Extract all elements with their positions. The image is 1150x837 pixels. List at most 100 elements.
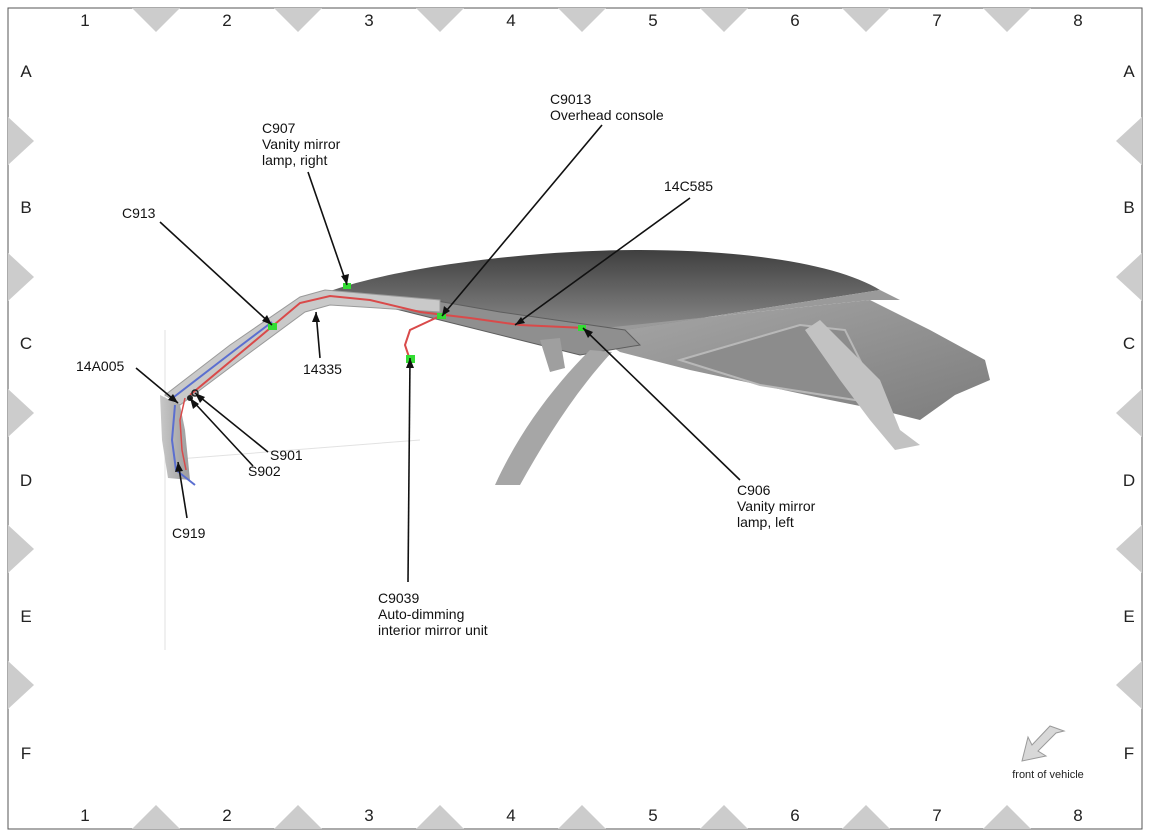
col-label-bottom: 6 bbox=[790, 806, 799, 825]
harness-blue bbox=[169, 321, 273, 486]
leader-c913 bbox=[159, 221, 273, 326]
row-label-left: B bbox=[20, 198, 31, 217]
grid-marker-triangle bbox=[274, 805, 322, 829]
row-label-left: F bbox=[21, 744, 31, 763]
row-label-right: B bbox=[1123, 198, 1134, 217]
col-label-bottom: 1 bbox=[80, 806, 89, 825]
grid-marker-triangle bbox=[1116, 661, 1142, 709]
col-label-bottom: 2 bbox=[222, 806, 231, 825]
leader-c9039 bbox=[407, 357, 411, 583]
arrowhead-s901 bbox=[195, 393, 205, 403]
col-label-top: 5 bbox=[648, 11, 657, 30]
row-label-right: D bbox=[1123, 471, 1135, 490]
row-label-right: A bbox=[1123, 62, 1135, 81]
col-label-top: 8 bbox=[1073, 11, 1082, 30]
arrowhead-14335 bbox=[312, 312, 320, 322]
callout-c9039-desc1: Auto-dimming bbox=[378, 606, 464, 622]
callout-14a005: 14A005 bbox=[76, 358, 124, 374]
col-label-bottom: 4 bbox=[506, 806, 515, 825]
callout-c907-id: C907 bbox=[262, 120, 296, 136]
row-label-left: E bbox=[20, 607, 31, 626]
diagram-frame bbox=[7, 7, 1143, 830]
grid-marker-triangle bbox=[8, 117, 34, 165]
grid-marker-triangle bbox=[558, 8, 606, 32]
grid-marker-triangle bbox=[416, 805, 464, 829]
b-pillar-inner bbox=[540, 338, 565, 372]
grid-marker-triangle bbox=[1116, 253, 1142, 301]
grid-marker-triangle bbox=[983, 8, 1031, 32]
grid-marker-triangle bbox=[8, 253, 34, 301]
connector-c907-marker bbox=[343, 283, 351, 289]
row-label-left: C bbox=[20, 334, 32, 353]
col-label-bottom: 3 bbox=[364, 806, 373, 825]
grid-marker-triangle bbox=[1116, 117, 1142, 165]
callout-c9013: C9013 Overhead console bbox=[550, 91, 664, 123]
harness-red-pillar bbox=[179, 397, 187, 471]
arrowhead-14c585 bbox=[515, 317, 525, 325]
leader-c906 bbox=[582, 327, 741, 481]
leader-14c585 bbox=[514, 197, 691, 326]
b-pillar bbox=[495, 350, 612, 485]
grid-marker-triangle bbox=[8, 525, 34, 573]
callout-c9013-id: C9013 bbox=[550, 91, 591, 107]
roof-lower-edge bbox=[585, 290, 900, 330]
arrowhead-c906 bbox=[583, 328, 593, 338]
leader-s901 bbox=[194, 392, 269, 453]
arrowhead-c919 bbox=[175, 462, 183, 472]
grid-marker-triangle bbox=[1116, 389, 1142, 437]
callout-s901: S901 bbox=[270, 447, 303, 463]
callout-c9013-desc: Overhead console bbox=[550, 107, 664, 123]
vehicle-roof-illustration bbox=[160, 250, 990, 650]
grid-marker-triangle bbox=[416, 8, 464, 32]
col-label-top: 7 bbox=[932, 11, 941, 30]
grid-marker-triangle bbox=[842, 8, 890, 32]
col-label-top: 2 bbox=[222, 11, 231, 30]
callout-c907: C907 Vanity mirror lamp, right bbox=[262, 120, 341, 168]
grid-column-labels-top: 1 2 3 4 5 6 7 8 bbox=[80, 11, 1082, 30]
front-of-vehicle-label: front of vehicle bbox=[1012, 769, 1084, 781]
col-label-bottom: 8 bbox=[1073, 806, 1082, 825]
front-of-vehicle-indicator: front of vehicle bbox=[1012, 725, 1084, 781]
front-arrow-icon bbox=[1021, 725, 1066, 762]
callout-c907-desc1: Vanity mirror bbox=[262, 136, 341, 152]
splice-s901-marker bbox=[191, 389, 199, 397]
callout-c906-id: C906 bbox=[737, 482, 771, 498]
arrowhead-c9013 bbox=[442, 306, 450, 316]
grid-markers bbox=[8, 8, 1142, 829]
callout-c913: C913 bbox=[122, 205, 156, 221]
callout-c907-desc2: lamp, right bbox=[262, 152, 327, 168]
grid-marker-triangle bbox=[700, 805, 748, 829]
grid-marker-triangle bbox=[132, 8, 180, 32]
callout-c9039: C9039 Auto-dimming interior mirror unit bbox=[378, 590, 488, 638]
harness-red bbox=[189, 294, 586, 396]
col-label-bottom: 5 bbox=[648, 806, 657, 825]
grid-marker-triangle bbox=[274, 8, 322, 32]
callout-c9039-desc2: interior mirror unit bbox=[378, 622, 488, 638]
grid-row-labels-right: A B C D E F bbox=[1123, 62, 1135, 763]
callout-c919: C919 bbox=[172, 525, 206, 541]
arrowhead-c9039 bbox=[406, 358, 414, 368]
callout-c906-desc1: Vanity mirror bbox=[737, 498, 816, 514]
grid-marker-triangle bbox=[8, 661, 34, 709]
leader-s902 bbox=[189, 397, 254, 467]
connector-c906-marker bbox=[578, 325, 586, 331]
col-label-top: 3 bbox=[364, 11, 373, 30]
a-pillar bbox=[160, 395, 190, 480]
rear-pillar bbox=[805, 320, 920, 450]
arrowhead-c907 bbox=[341, 274, 349, 285]
row-label-right: F bbox=[1124, 744, 1134, 763]
callout-14335: 14335 bbox=[303, 361, 342, 377]
row-label-right: E bbox=[1123, 607, 1134, 626]
grid-column-labels-bottom: 1 2 3 4 5 6 7 8 bbox=[80, 806, 1082, 825]
callout-c9039-id: C9039 bbox=[378, 590, 419, 606]
col-label-top: 1 bbox=[80, 11, 89, 30]
row-label-left: D bbox=[20, 471, 32, 490]
grid-marker-triangle bbox=[842, 805, 890, 829]
grid-marker-triangle bbox=[558, 805, 606, 829]
row-label-right: C bbox=[1123, 334, 1135, 353]
callout-s902: S902 bbox=[248, 463, 281, 479]
col-label-top: 6 bbox=[790, 11, 799, 30]
harness-red-branch bbox=[403, 315, 441, 361]
grid-marker-triangle bbox=[700, 8, 748, 32]
